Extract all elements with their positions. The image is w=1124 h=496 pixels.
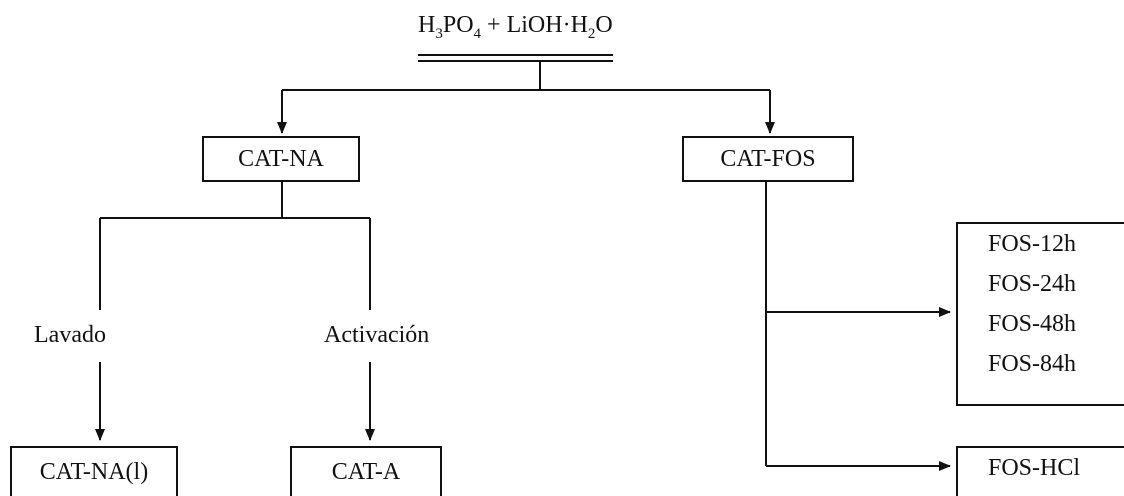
- label-lavado: Lavado: [34, 322, 106, 348]
- node-cat-na: CAT-NA: [202, 136, 360, 182]
- formula-sub-2: 2: [587, 25, 596, 42]
- node-fos-hcl: FOS-HCl: [956, 446, 1124, 496]
- formula-underline-1: [418, 54, 613, 56]
- formula-h: H: [418, 12, 436, 38]
- node-cat-fos: CAT-FOS: [682, 136, 854, 182]
- node-cat-na-l: CAT-NA(l): [10, 446, 178, 496]
- reactants-formula: H3PO4 + LiOH·H2O: [418, 12, 613, 62]
- fos-hcl-label: FOS-HCl: [988, 455, 1081, 481]
- fos-time-item: FOS-12h: [988, 231, 1077, 257]
- fos-time-item: FOS-24h: [988, 271, 1077, 297]
- label-activacion: Activación: [324, 322, 430, 348]
- formula-po: PO: [442, 12, 474, 38]
- formula-o: O: [595, 12, 613, 38]
- formula-sub-4: 4: [473, 25, 482, 42]
- node-fos-times: FOS-12h FOS-24h FOS-48h FOS-84h: [956, 222, 1124, 406]
- fos-time-item: FOS-84h: [988, 351, 1077, 377]
- formula-lioh: LiOH·H: [506, 12, 588, 38]
- formula-underline-2: [418, 60, 613, 62]
- node-cat-a: CAT-A: [290, 446, 442, 496]
- fos-time-item: FOS-48h: [988, 311, 1077, 337]
- formula-sub-3: 3: [435, 25, 443, 42]
- formula-plus: +: [481, 12, 507, 38]
